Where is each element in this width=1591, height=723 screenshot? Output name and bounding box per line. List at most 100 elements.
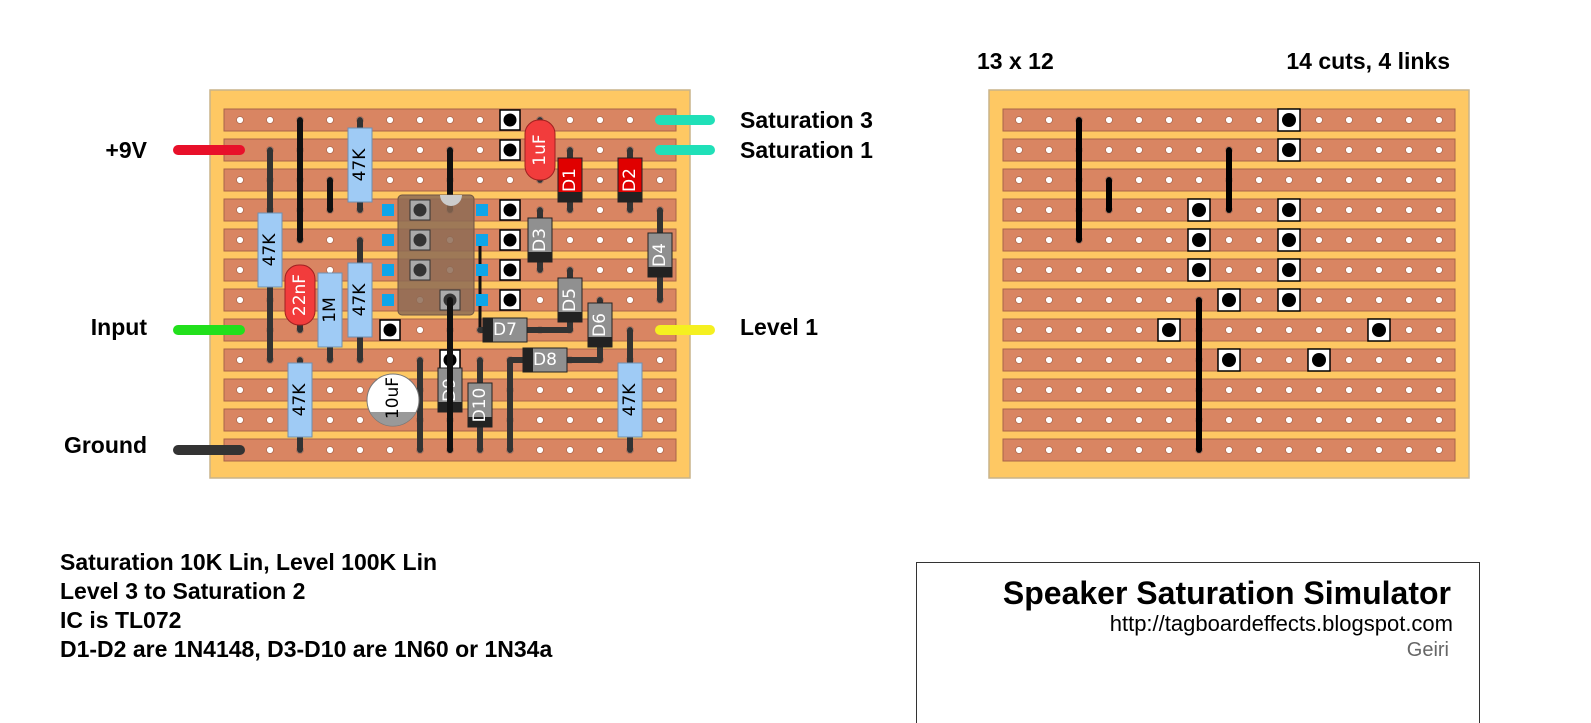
project-url[interactable]: http://tagboardeffects.blogspot.com: [1109, 611, 1453, 636]
cuts-hole: [1015, 116, 1023, 124]
cuts-hole: [1375, 146, 1383, 154]
cuts-hole: [1165, 116, 1173, 124]
cuts-hole: [1015, 356, 1023, 364]
resistor-r5: [317, 272, 343, 348]
cuts-hole: [1435, 416, 1443, 424]
layout-hole: [596, 206, 604, 214]
cuts-hole: [1015, 206, 1023, 214]
resistor-r3: [347, 262, 373, 338]
cuts-hole: [1225, 326, 1233, 334]
diode-label: D10: [470, 388, 490, 423]
cuts-hole: [1105, 416, 1113, 424]
capacitor-22nf: [284, 264, 316, 326]
cuts-hole: [1135, 236, 1143, 244]
diode-label: D3: [530, 228, 550, 252]
diode-band: [528, 252, 552, 262]
resistor-label: 47K: [350, 283, 370, 317]
layout-hole: [236, 116, 244, 124]
diode-label: D1: [560, 168, 580, 192]
ic-pad: [476, 234, 488, 246]
cuts-hole: [1405, 386, 1413, 394]
wire-label-ground: Ground: [63, 432, 147, 458]
note-diodes: D1-D2 are 1N4148, D3-D10 are 1N60 or 1N3…: [60, 636, 553, 662]
layout-hole: [566, 416, 574, 424]
cuts-hole: [1015, 266, 1023, 274]
track-cut: [499, 229, 521, 251]
ic-pad: [476, 294, 488, 306]
diode-d2: [617, 157, 643, 203]
cut-dot: [1282, 263, 1296, 277]
cut-dot: [1162, 323, 1176, 337]
cuts-hole: [1345, 416, 1353, 424]
cuts-hole: [1405, 146, 1413, 154]
cuts-hole: [1255, 206, 1263, 214]
cuts-hole: [1405, 116, 1413, 124]
cuts-hole: [1165, 416, 1173, 424]
track-cut: [1187, 228, 1211, 252]
diode-d3: [527, 217, 553, 263]
cuts-links-count: 14 cuts, 4 links: [1286, 48, 1450, 74]
wire-label-saturation-3: Saturation 3: [740, 107, 873, 133]
cut-dot: [1372, 323, 1386, 337]
cuts-hole: [1375, 116, 1383, 124]
layout-hole: [326, 386, 334, 394]
cuts-hole: [1435, 356, 1443, 364]
cuts-hole: [1075, 386, 1083, 394]
ic-pad: [382, 294, 394, 306]
note-wiring: Level 3 to Saturation 2: [60, 578, 306, 604]
cuts-hole: [1375, 266, 1383, 274]
cuts-hole: [1435, 326, 1443, 334]
cuts-hole: [1315, 176, 1323, 184]
cuts-hole: [1255, 236, 1263, 244]
cuts-hole: [1435, 236, 1443, 244]
cuts-hole: [1015, 146, 1023, 154]
layout-hole: [326, 446, 334, 454]
cuts-hole: [1285, 356, 1293, 364]
cuts-hole: [1135, 206, 1143, 214]
cuts-hole: [1045, 116, 1053, 124]
cuts-hole: [1405, 326, 1413, 334]
cuts-hole: [1075, 356, 1083, 364]
diode-band: [558, 192, 582, 202]
board-size: 13 x 12: [977, 48, 1054, 74]
layout-hole: [236, 296, 244, 304]
cuts-hole: [1165, 146, 1173, 154]
layout-hole: [596, 116, 604, 124]
cuts-hole: [1315, 206, 1323, 214]
layout-hole: [566, 446, 574, 454]
track-cut: [379, 319, 401, 341]
layout-hole: [446, 116, 454, 124]
layout-hole: [236, 356, 244, 364]
resistor-body: [257, 212, 283, 288]
cuts-hole: [1255, 326, 1263, 334]
diode-band: [558, 312, 582, 322]
resistor-body: [617, 362, 643, 438]
cut-dot: [1312, 353, 1326, 367]
diode-band: [618, 192, 642, 202]
cuts-hole: [1255, 176, 1263, 184]
cut-dot: [1222, 293, 1236, 307]
layout-hole: [476, 116, 484, 124]
cuts-hole: [1375, 236, 1383, 244]
cuts-hole: [1255, 116, 1263, 124]
cuts-hole: [1225, 236, 1233, 244]
build-notes: Saturation 10K Lin, Level 100K Lin Level…: [60, 548, 552, 664]
cuts-hole: [1435, 206, 1443, 214]
cuts-hole: [1435, 386, 1443, 394]
cuts-hole: [1105, 326, 1113, 334]
resistor-label: 47K: [620, 383, 640, 417]
cuts-hole: [1345, 146, 1353, 154]
cuts-hole: [1435, 146, 1443, 154]
cuts-hole: [1345, 326, 1353, 334]
cuts-hole: [1345, 176, 1353, 184]
layout-hole: [416, 176, 424, 184]
cut-dot: [1282, 113, 1296, 127]
resistor-body: [347, 262, 373, 338]
cut-dot: [1282, 203, 1296, 217]
layout-hole: [326, 416, 334, 424]
cuts-hole: [1375, 356, 1383, 364]
layout-hole: [656, 386, 664, 394]
ic-body: [397, 194, 475, 316]
layout-hole: [266, 416, 274, 424]
ic-pad: [476, 204, 488, 216]
